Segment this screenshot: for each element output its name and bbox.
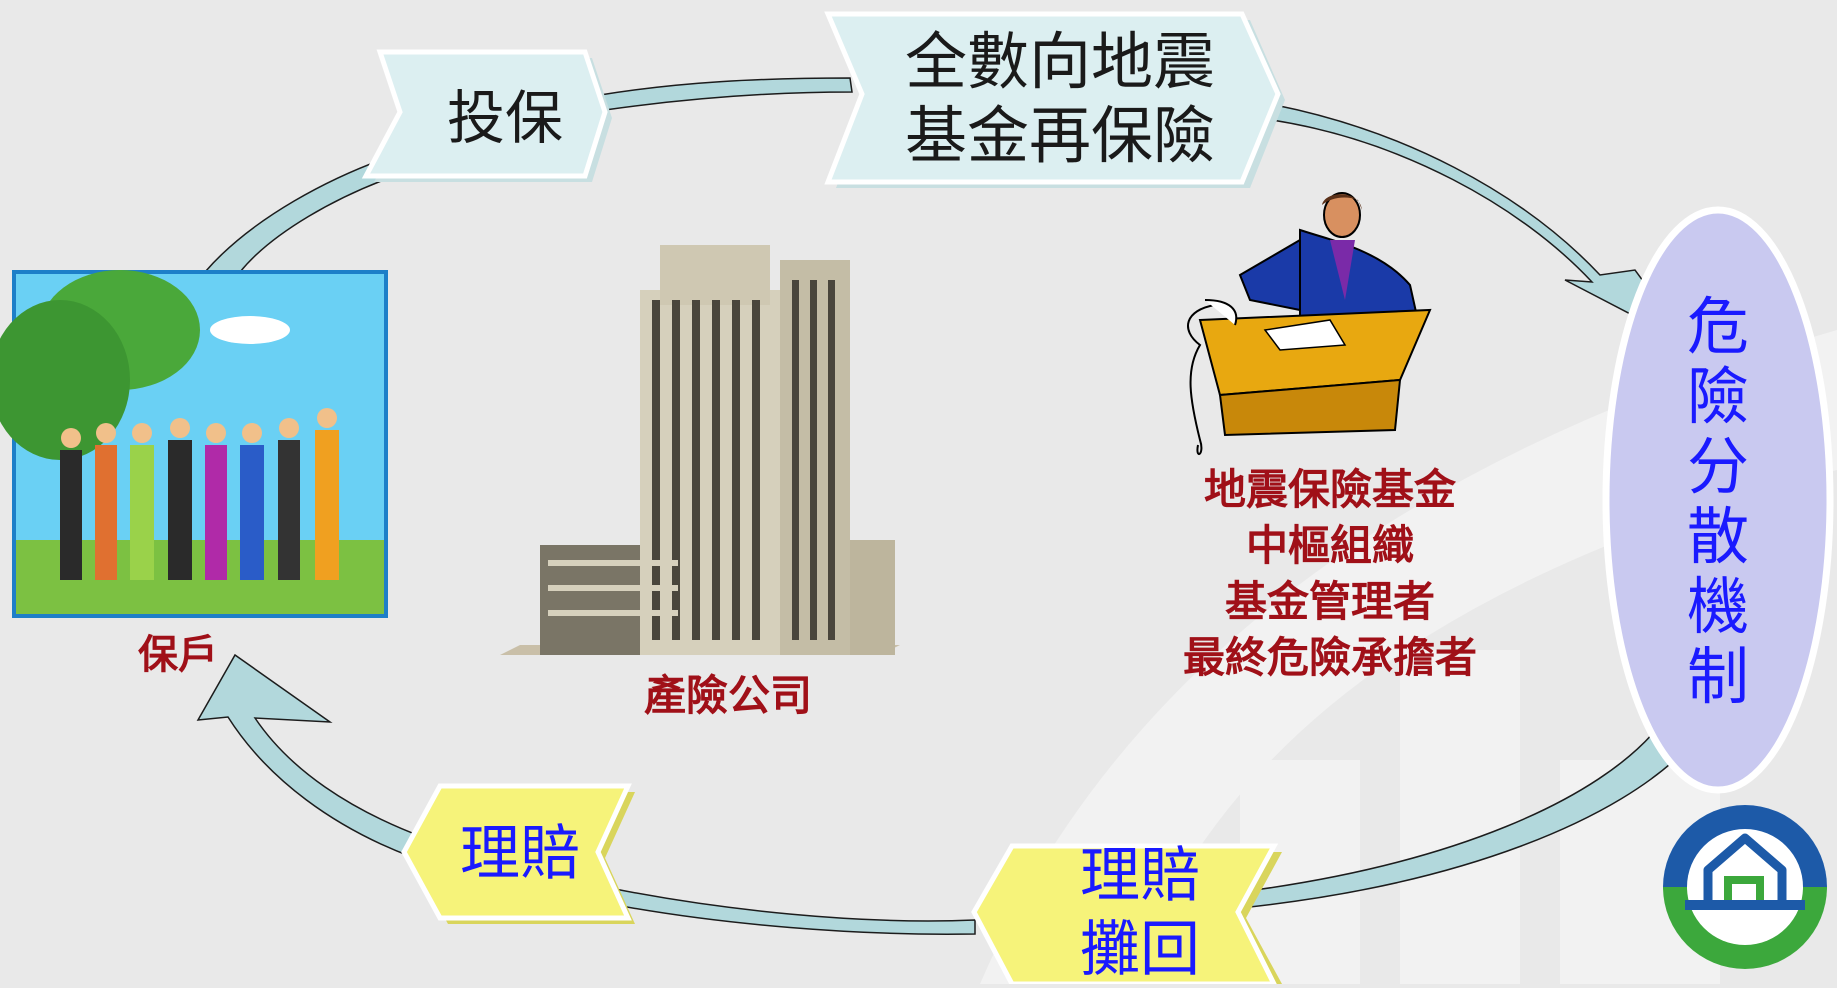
insurer-label: 產險公司 [644, 671, 813, 720]
building-image [500, 245, 900, 655]
policyholder-label: 保戶 [138, 632, 218, 678]
fund-line-1: 地震保險基金 [1203, 465, 1456, 514]
step-reinsure-line1: 全數向地震 [904, 25, 1215, 98]
arrow-bottom [604, 887, 976, 935]
mechanism-char-5: 機 [1686, 570, 1749, 643]
fund-line-3: 基金管理者 [1224, 577, 1435, 626]
arrow-top-right [1271, 104, 1691, 346]
step-claim-label: 理賠 [460, 819, 580, 889]
arrow-top-left [599, 77, 853, 111]
arrow-left-lower [196, 653, 427, 858]
chevron-reinsure [824, 11, 1285, 188]
step-recover-line2: 攤回 [1080, 915, 1200, 985]
chevron-insure [361, 49, 612, 182]
step-recover-line1: 理賠 [1080, 841, 1200, 911]
fund-manager-image [1187, 192, 1432, 455]
fund-line-2: 中樞組織 [1245, 521, 1414, 570]
step-reinsure-line2: 基金再保險 [904, 99, 1215, 172]
house-logo-icon [1663, 805, 1827, 969]
mechanism-char-1: 危 [1686, 290, 1749, 363]
mechanism-char-3: 分 [1686, 430, 1749, 503]
chevron-recover [971, 843, 1282, 984]
mechanism-char-4: 散 [1686, 500, 1749, 573]
risk-dispersion-ellipse [1602, 206, 1834, 794]
policyholder-image [0, 270, 388, 618]
step-insure-label: 投保 [446, 84, 563, 152]
fund-description: 地震保險基金 中樞組織 基金管理者 最終危險承擔者 [1130, 462, 1530, 686]
chevron-claim [401, 783, 635, 924]
risk-dispersion-label: 危 險 分 散 機 制 [1668, 292, 1768, 712]
mechanism-char-6: 制 [1686, 640, 1749, 713]
fund-line-4: 最終危險承擔者 [1182, 633, 1477, 682]
mechanism-char-2: 險 [1686, 360, 1749, 433]
